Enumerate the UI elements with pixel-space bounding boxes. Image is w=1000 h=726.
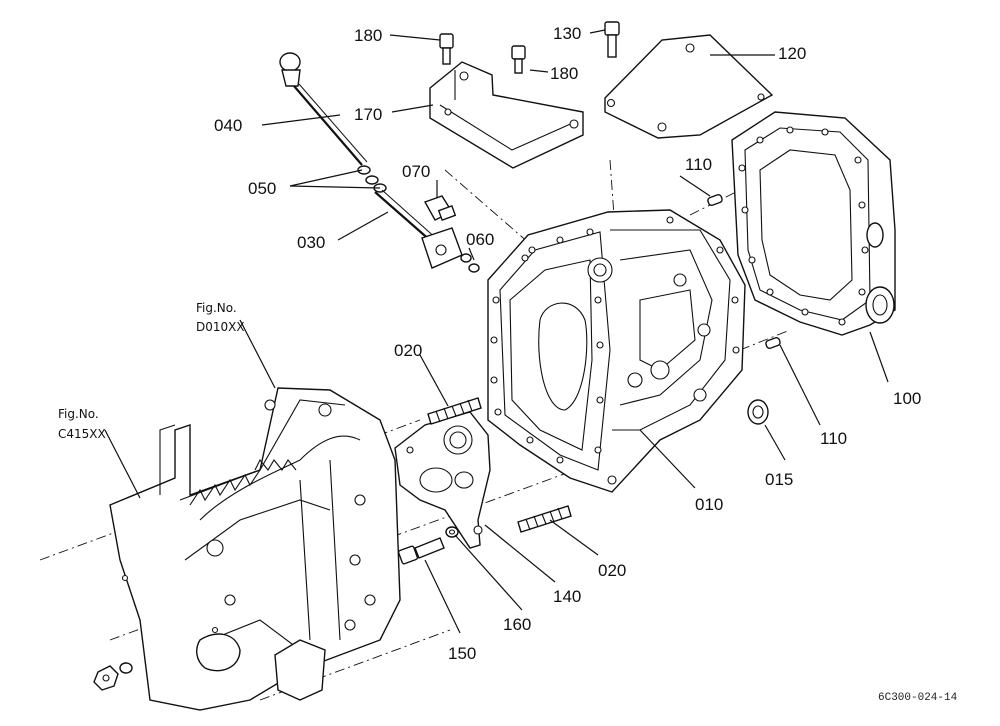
studs-020	[427, 397, 572, 533]
bolts-180-130	[439, 21, 620, 74]
callout-020-upper: 020	[394, 341, 422, 360]
callout-100: 100	[893, 389, 921, 408]
callout-015: 015	[765, 470, 793, 489]
callout-180-top: 180	[354, 26, 382, 45]
callout-130: 130	[553, 24, 581, 43]
callout-180-right: 180	[550, 64, 578, 83]
part-170-bracket	[429, 61, 584, 169]
adjacent-assembly	[93, 387, 401, 711]
callout-140: 140	[553, 587, 581, 606]
callout-170: 170	[354, 105, 382, 124]
callout-060: 060	[466, 230, 494, 249]
callout-120: 120	[778, 44, 806, 63]
part-030-guide	[374, 189, 480, 273]
figure-references: Fig.No. D010XX Fig.No. C415XX	[58, 301, 245, 441]
part-100-housing	[731, 111, 896, 336]
fig-ref-c415-code: C415XX	[58, 427, 106, 441]
callout-110-bottom: 110	[820, 429, 847, 448]
callout-160: 160	[503, 615, 531, 634]
leader-lines	[104, 29, 889, 634]
part-015-seal	[747, 399, 769, 425]
fig-ref-c415-label: Fig.No.	[58, 407, 99, 421]
part-120-cover-plate	[604, 34, 774, 139]
part-010-transmission-case	[487, 209, 746, 493]
callout-040: 040	[214, 116, 242, 135]
fig-ref-d010-code: D010XX	[196, 320, 245, 334]
callout-labels: 180 130 180 120 040 170 110 050 070 060 …	[214, 24, 921, 663]
callout-070: 070	[402, 162, 430, 181]
fig-ref-d010-label: Fig.No.	[196, 301, 237, 315]
pins-110	[707, 193, 781, 350]
callout-150: 150	[448, 644, 476, 663]
callout-010: 010	[695, 495, 723, 514]
callout-110-top: 110	[685, 155, 712, 174]
drawing-code: 6C300-024-14	[878, 692, 958, 704]
callout-050: 050	[248, 179, 276, 198]
callout-030: 030	[297, 233, 325, 252]
part-140-plate	[394, 411, 491, 549]
part-070-plug	[423, 195, 457, 221]
part-040-dipstick	[279, 52, 387, 193]
bolt-150-washer-160	[397, 526, 459, 565]
callout-020-lower: 020	[598, 561, 626, 580]
